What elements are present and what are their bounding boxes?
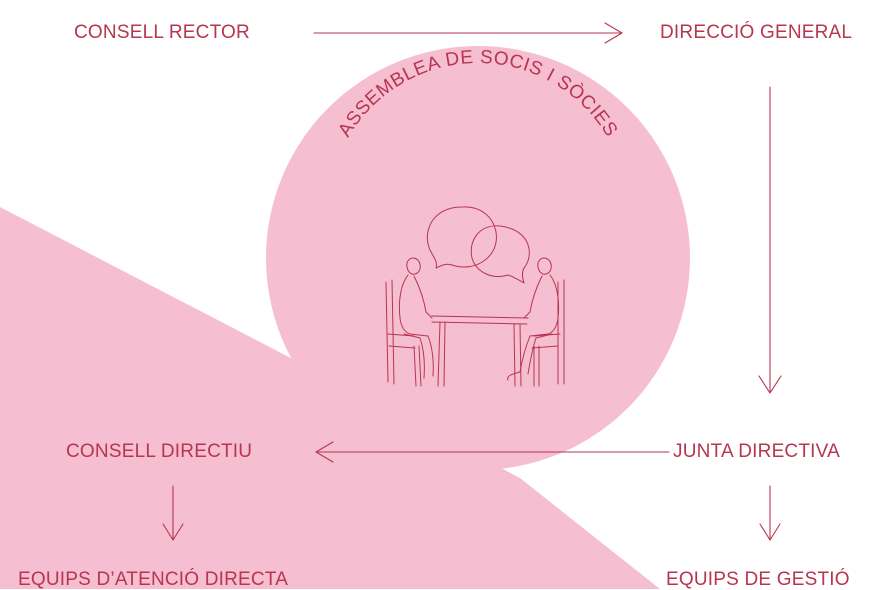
left-person-body-icon	[398, 274, 434, 379]
assembly-circle	[266, 46, 690, 470]
right-chair-icon	[531, 279, 565, 387]
node-consell-rector: CONSELL RECTOR	[74, 22, 250, 43]
arrows	[162, 22, 782, 541]
left-person-head-icon	[406, 257, 421, 275]
right-person-head-icon	[537, 257, 552, 275]
arrow-junta-to-equips-gestio	[759, 485, 781, 541]
table-icon	[431, 315, 529, 387]
meeting-people-at-table-icon	[385, 206, 565, 387]
arrow-direccio-to-junta	[758, 86, 782, 394]
node-equips-atencio-directa: EQUIPS D’ATENCIÓ DIRECTA	[18, 569, 289, 590]
arrow-consell-directiu-to-equips-atencio	[162, 485, 184, 541]
left-chair-icon	[385, 279, 422, 387]
arrow-rector-to-direccio	[313, 22, 623, 44]
node-consell-directiu: CONSELL DIRECTIU	[66, 441, 253, 462]
node-junta-directiva: JUNTA DIRECTIVA	[673, 441, 840, 462]
speech-bubble-left-icon	[426, 206, 497, 269]
right-person-body-icon	[507, 274, 560, 381]
node-equips-de-gestio: EQUIPS DE GESTIÓ	[666, 569, 850, 590]
speech-bubble-right-icon	[470, 225, 530, 284]
arrow-junta-to-consell-directiu	[315, 441, 670, 463]
node-direccio-general: DIRECCIÓ GENERAL	[660, 22, 853, 43]
